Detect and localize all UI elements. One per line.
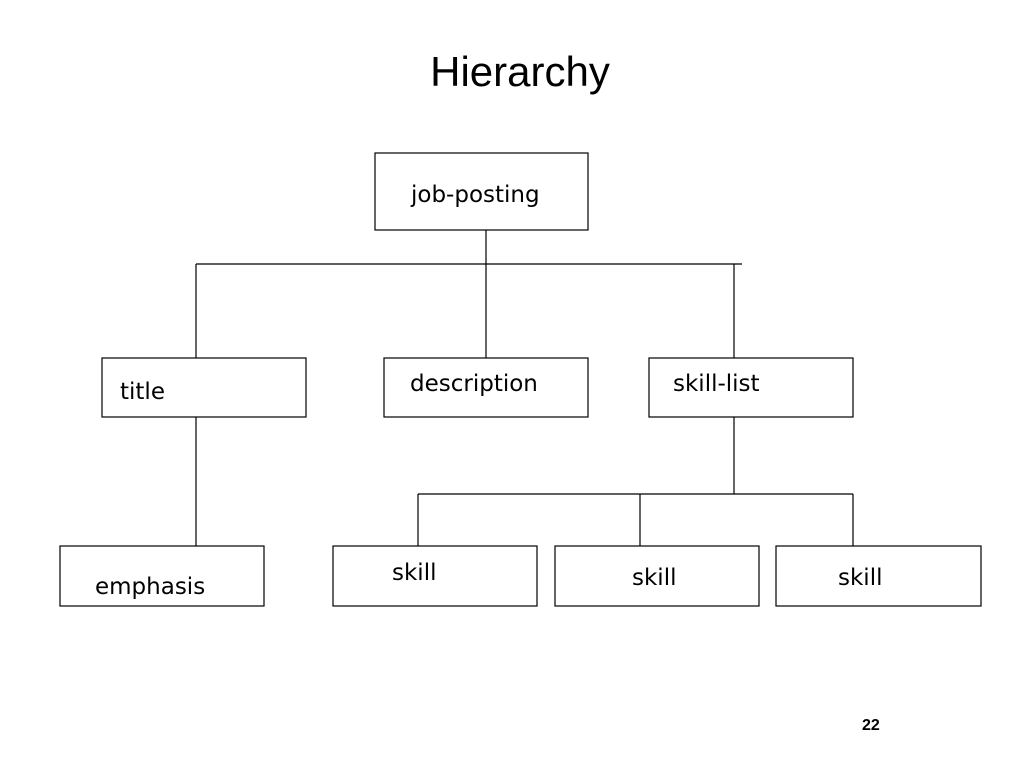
node-label: description <box>410 371 538 397</box>
node-skill-3: skill <box>775 545 982 607</box>
node-emphasis: emphasis <box>59 545 265 607</box>
node-box <box>383 357 589 418</box>
node-skill-list: skill-list <box>648 357 854 418</box>
node-label: job-posting <box>410 182 540 208</box>
node-title: title <box>101 357 307 418</box>
node-label: emphasis <box>95 574 205 600</box>
node-box <box>332 545 538 607</box>
slide-title: Hierarchy <box>430 48 610 95</box>
node-label: skill <box>632 565 676 591</box>
node-job-posting: job-posting <box>374 152 589 231</box>
page-number: 22 <box>862 717 880 734</box>
node-label: title <box>120 379 165 405</box>
node-box <box>554 545 760 607</box>
node-label: skill-list <box>673 371 760 397</box>
node-skill-2: skill <box>554 545 760 607</box>
node-box <box>775 545 982 607</box>
node-box <box>648 357 854 418</box>
connectors <box>195 230 854 546</box>
node-label: skill <box>392 560 436 586</box>
node-box <box>374 152 589 231</box>
node-skill-1: skill <box>332 545 538 607</box>
node-description: description <box>383 357 589 418</box>
node-box <box>101 357 307 418</box>
node-box <box>59 545 265 607</box>
node-label: skill <box>838 565 882 591</box>
